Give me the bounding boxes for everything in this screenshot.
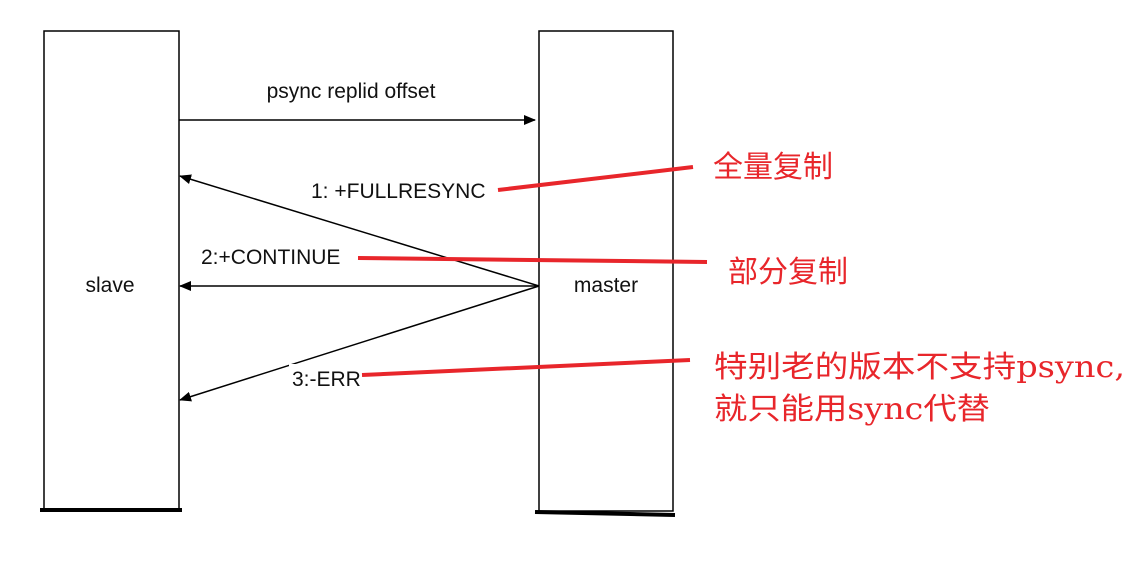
- old-version-pointer: [361, 358, 691, 377]
- master-label: master: [574, 274, 638, 297]
- fullresync-label: 1: +FULLRESYNC: [311, 180, 485, 203]
- slave-label: slave: [85, 274, 134, 297]
- old-version-note-line1: 特别老的版本不支持psync,: [714, 350, 1125, 385]
- fullresync-arrow: [179, 174, 540, 287]
- psync-label: psync replid offset: [267, 80, 436, 103]
- old-version-note-line2: 就只能用sync代替: [714, 392, 990, 427]
- full-copy-pointer: [497, 165, 694, 192]
- partial-copy-note: 部分复制: [728, 255, 848, 290]
- continue-label: 2:+CONTINUE: [201, 246, 340, 269]
- partial-copy-pointer: [357, 256, 708, 264]
- slave-box: slave: [40, 30, 182, 512]
- full-copy-note: 全量复制: [713, 150, 833, 185]
- err-label: 3:-ERR: [292, 368, 361, 391]
- master-box: master: [534, 30, 676, 517]
- err-arrow: [179, 285, 540, 402]
